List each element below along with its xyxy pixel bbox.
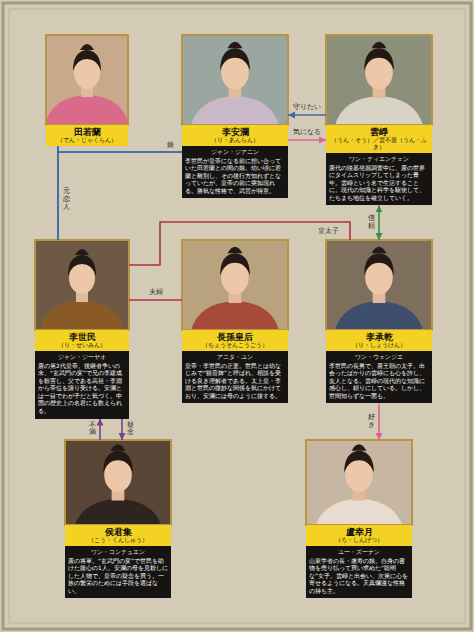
character-name: 雲崢 — [329, 127, 429, 137]
character-name: 李承乾 — [329, 332, 429, 342]
character-card: 雲崢（うん・そう）／雲不器（うん・ふき）ワン・ティエンチェン唐代の陵墓発掘調査中… — [326, 35, 432, 205]
name-band: 盧幸月（ろ・しんげつ） — [306, 525, 412, 546]
name-band: 李承乾（り・しょうけん） — [326, 330, 432, 351]
name-band: 侯君集（こう・くんしゅう） — [65, 525, 171, 546]
character-description: 李世民が皇帝になる前に想い合っていた田若蘭との間の娘。幼い頃に若蘭と離別し、その… — [185, 158, 285, 196]
character-card: 盧幸月（ろ・しんげつ）ユー・ズーナン山東学者の長・盧寿の娘。自身の書物を売り払っ… — [306, 440, 412, 598]
relation-label: 好き — [367, 414, 375, 429]
character-name: 李世民 — [38, 332, 126, 342]
character-card: 李安瀾（り・あんらん）ジャン・ジアニン李世民が皇帝になる前に想い合っていた田若蘭… — [182, 35, 288, 198]
relation-label: 元恋人 — [62, 188, 70, 211]
name-reading: （り・あんらん） — [185, 137, 285, 144]
character-card: 田若蘭（でん・じゃくらん） — [46, 35, 128, 146]
name-band: 李世民（り・せいみん） — [35, 330, 129, 351]
name-reading: （り・せいみん） — [38, 342, 126, 349]
relation-label: 疑念 — [126, 422, 134, 437]
portrait — [306, 440, 412, 530]
name-band: 田若蘭（でん・じゃくらん） — [46, 125, 128, 146]
relation-label: 信頼 — [367, 215, 375, 230]
character-description: 唐代の陵墓発掘調査中に、唐の世界にタイムスリップしてしまった青年。雲崢という名で… — [329, 165, 429, 203]
description-panel: アニタ・ユン皇帝・李世民の正妻。世民とは幼なじみで“観音婢”と呼ばれ、相談を受け… — [182, 351, 288, 403]
relation-line — [58, 152, 182, 240]
relation-line — [288, 114, 326, 116]
name-band: 雲崢（うん・そう）／雲不器（うん・ふき） — [326, 125, 432, 153]
relation-line — [378, 403, 380, 440]
name-reading: （ろ・しんげつ） — [309, 537, 409, 544]
name-band: 長孫皇后（ちょうそんこうごう） — [182, 330, 288, 351]
actor-name: アニタ・ユン — [185, 354, 285, 362]
description-panel: ジャン・ジーヤオ唐の第2代皇帝。後継者争いの末、“玄武門の変”で兄の李建成を殺害… — [35, 351, 129, 418]
name-reading: （うん・そう）／雲不器（うん・ふき） — [329, 137, 429, 151]
actor-name: ジャン・ジーヤオ — [38, 354, 126, 362]
character-name: 侯君集 — [68, 527, 168, 537]
actor-name: ワン・ティエンチェン — [329, 156, 429, 164]
relation-line — [378, 205, 380, 240]
description-panel: ワン・ティエンチェン唐代の陵墓発掘調査中に、唐の世界にタイムスリップしてしまった… — [326, 153, 432, 205]
description-panel: ワン・コンチュエン唐の将軍。“玄武門の変”で世民を助けた腹心の1人。安瀾の母を見… — [65, 546, 171, 598]
relation-line — [121, 419, 123, 440]
character-card: 李承乾（り・しょうけん）ワン・ウェンジエ李世民の長男で、唐王朝の太子。出会ったば… — [326, 240, 432, 403]
name-reading: （り・しょうけん） — [329, 342, 429, 349]
portrait — [182, 240, 288, 333]
character-description: 山東学者の長・盧寿の娘。自身の書物を売り払って買い求めた“聡明な”女子。雲崢と出… — [309, 558, 409, 596]
actor-name: ユー・ズーナン — [309, 549, 409, 557]
name-reading: （ちょうそんこうごう） — [185, 342, 285, 349]
relation-label: 皇太子 — [317, 228, 339, 236]
relation-label: 夫婦 — [148, 289, 163, 297]
relation-line — [129, 222, 350, 265]
description-panel: ユー・ズーナン山東学者の長・盧寿の娘。自身の書物を売り払って買い求めた“聡明な”… — [306, 546, 412, 598]
relation-line — [58, 146, 182, 152]
character-description: 唐の第2代皇帝。後継者争いの末、“玄武門の変”で兄の李建成を殺害し、父である高祖… — [38, 363, 126, 416]
portrait — [326, 240, 432, 333]
name-reading: （でん・じゃくらん） — [49, 137, 125, 144]
relation-label: 気になる — [293, 129, 322, 137]
character-description: 李世民の長男で、唐王朝の太子。出会ったばかりの雲崢にも心を許し、友人となる。雲崢… — [329, 363, 429, 401]
portrait — [182, 35, 288, 128]
relation-line — [129, 299, 182, 301]
relation-label: 守りたい — [293, 104, 322, 112]
actor-name: ワン・ウェンジエ — [329, 354, 429, 362]
description-panel: ワン・ウェンジエ李世民の長男で、唐王朝の太子。出会ったばかりの雲崢にも心を許し、… — [326, 351, 432, 403]
character-card: 長孫皇后（ちょうそんこうごう）アニタ・ユン皇帝・李世民の正妻。世民とは幼なじみで… — [182, 240, 288, 403]
relation-line — [99, 419, 101, 440]
portrait — [45, 35, 129, 125]
name-reading: （こう・くんしゅう） — [68, 537, 168, 544]
character-name: 長孫皇后 — [185, 332, 285, 342]
character-description: 皇帝・李世民の正妻。世民とは幼なじみで“観音婢”と呼ばれ、相談を受ける良き理解者… — [185, 363, 285, 401]
portrait — [326, 35, 432, 128]
portrait — [65, 440, 171, 530]
character-card: 李世民（り・せいみん）ジャン・ジーヤオ唐の第2代皇帝。後継者争いの末、“玄武門の… — [35, 240, 129, 419]
relation-label: 娘 — [166, 142, 174, 150]
character-description: 唐の将軍。“玄武門の変”で世民を助けた腹心の1人。安瀾の母を見殺しにした人物で、… — [68, 558, 168, 596]
relation-label: 不満 — [88, 422, 96, 437]
description-panel: ジャン・ジアニン李世民が皇帝になる前に想い合っていた田若蘭との間の娘。幼い頃に若… — [182, 146, 288, 198]
character-card: 侯君集（こう・くんしゅう）ワン・コンチュエン唐の将軍。“玄武門の変”で世民を助け… — [65, 440, 171, 598]
page-frame — [3, 3, 471, 629]
character-name: 田若蘭 — [49, 127, 125, 137]
page-frame-inner — [9, 9, 465, 623]
character-name: 李安瀾 — [185, 127, 285, 137]
portrait — [35, 240, 129, 330]
character-name: 盧幸月 — [309, 527, 409, 537]
actor-name: ワン・コンチュエン — [68, 549, 168, 557]
relation-line — [288, 139, 326, 141]
actor-name: ジャン・ジアニン — [185, 149, 285, 157]
name-band: 李安瀾（り・あんらん） — [182, 125, 288, 146]
